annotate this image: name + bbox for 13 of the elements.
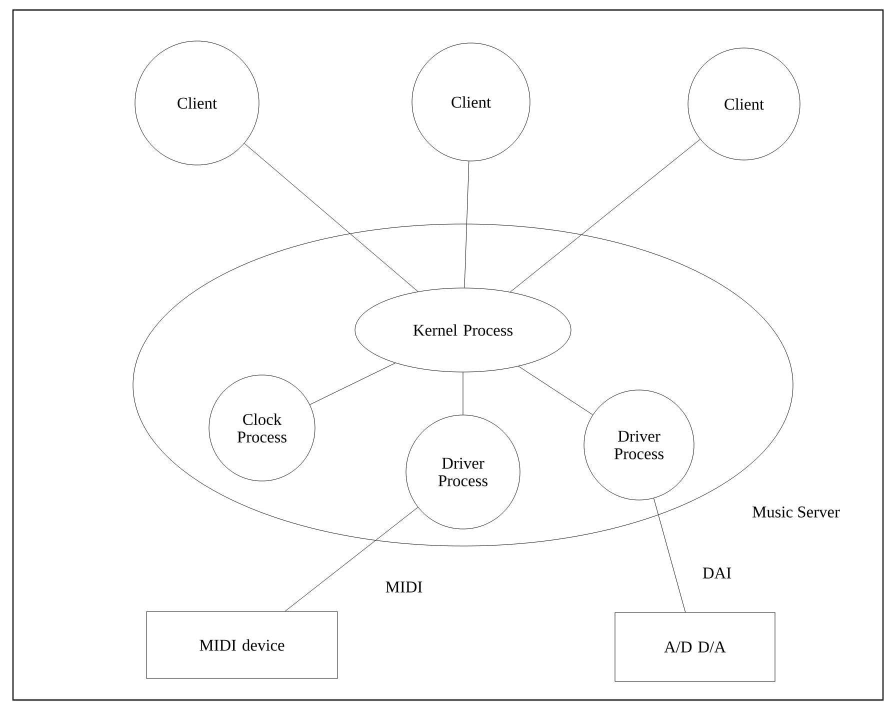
connector-line xyxy=(510,139,700,292)
connector-line xyxy=(244,143,418,292)
edge-label: DAI xyxy=(701,566,733,580)
device-box: MIDI device xyxy=(146,611,338,679)
connector-line xyxy=(654,498,686,612)
device-box: A/D D/A xyxy=(614,612,776,682)
connector-line xyxy=(310,362,396,405)
ellipse-node: Kernel Process xyxy=(354,288,572,372)
connector-line xyxy=(518,366,593,416)
edge-label: MIDI xyxy=(384,580,424,594)
connector-line xyxy=(462,372,464,415)
connector-line xyxy=(284,507,418,612)
connector-line xyxy=(464,160,470,288)
